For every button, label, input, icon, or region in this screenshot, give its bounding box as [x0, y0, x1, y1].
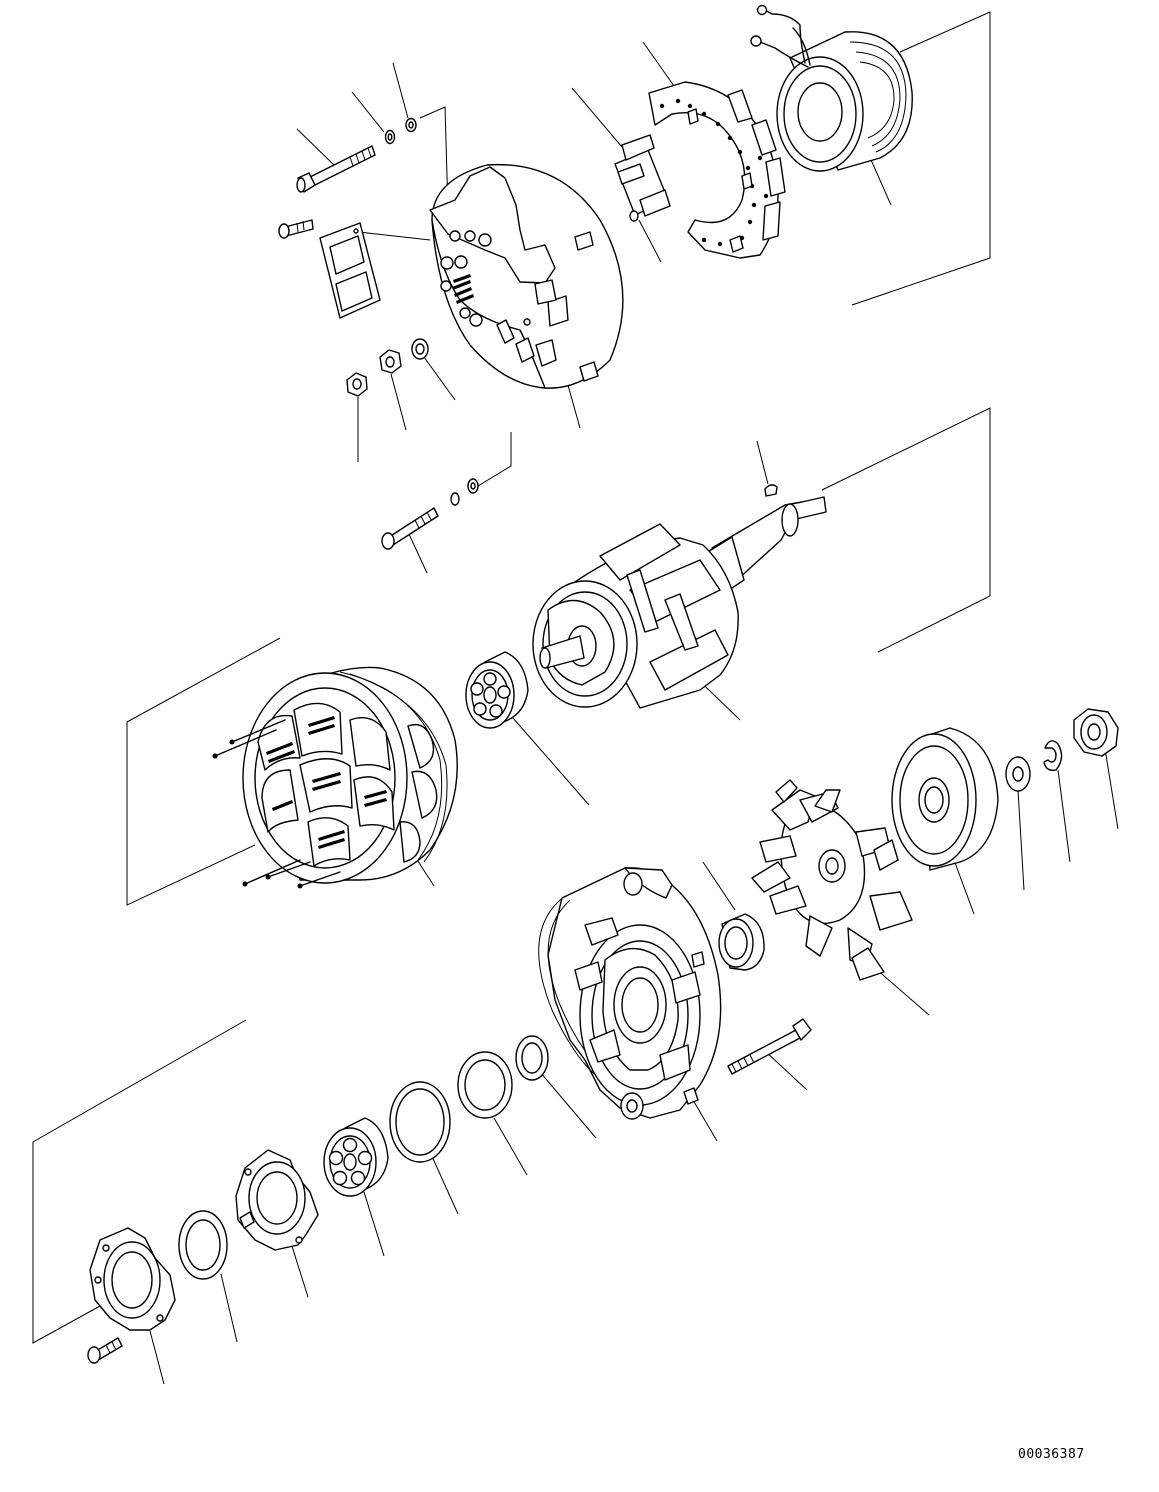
rotor-icon [532, 496, 827, 709]
washer-icon [411, 338, 429, 360]
washer-icon [1005, 756, 1031, 792]
key-icon [764, 484, 778, 497]
nut-icon [1073, 708, 1119, 757]
bolt-icon [727, 1018, 812, 1075]
regulator-icon [614, 134, 671, 222]
fan-icon [751, 779, 913, 981]
washer-icon [384, 129, 396, 145]
retainer-icon [235, 1149, 319, 1251]
bearing-icon [465, 651, 529, 729]
screw-icon [87, 1337, 123, 1364]
group-frame-rear [419, 11, 991, 306]
nut-icon [346, 372, 368, 397]
screw-icon [278, 219, 314, 239]
drawing-number: 00036387 [1018, 1447, 1085, 1462]
nut-icon [467, 478, 479, 494]
seal-icon [178, 1210, 228, 1280]
washer-icon [450, 492, 460, 506]
washer-icon [1043, 740, 1063, 772]
nut-icon [405, 117, 417, 133]
rectifier-icon [648, 81, 786, 259]
cover-icon [750, 4, 913, 172]
bolt-icon [296, 145, 376, 193]
seal-icon [389, 1081, 451, 1163]
housing-icon [538, 867, 722, 1120]
bolt-icon [381, 507, 439, 550]
leader-lines [149, 41, 1119, 1385]
plate-icon [319, 222, 381, 319]
group-frame-rotor [821, 407, 991, 653]
group-frame-stator [126, 637, 281, 906]
nut-icon [379, 349, 402, 374]
seal-icon [515, 1035, 549, 1081]
bearing-icon [323, 1117, 389, 1197]
stator-icon [212, 666, 458, 889]
spacer-icon [718, 913, 765, 971]
seal-icon [457, 1051, 513, 1119]
retainer-icon [89, 1227, 176, 1331]
group-frame-front [32, 432, 512, 1344]
pulley-icon [891, 727, 999, 871]
housing-icon [429, 163, 624, 389]
